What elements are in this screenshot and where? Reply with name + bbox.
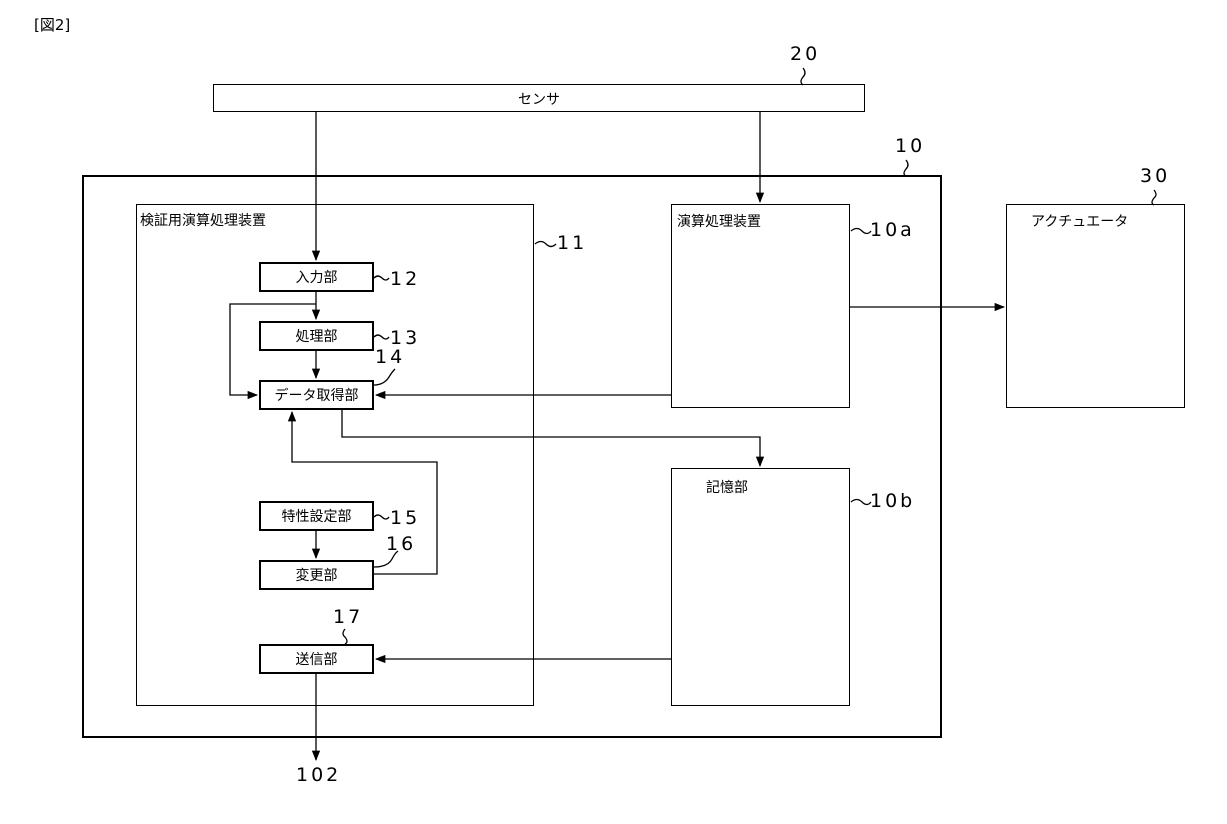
leader-16 bbox=[374, 551, 398, 567]
leader-12 bbox=[374, 276, 389, 280]
leader-20 bbox=[801, 68, 805, 85]
leader-10 bbox=[904, 160, 908, 176]
leader-17 bbox=[343, 629, 347, 644]
leader-10a bbox=[851, 229, 871, 234]
leader-13 bbox=[374, 335, 389, 339]
change-to-data-line bbox=[292, 412, 437, 574]
leader-10b bbox=[851, 500, 871, 505]
leader-30 bbox=[1152, 190, 1156, 205]
leader-14 bbox=[374, 369, 395, 385]
data-to-storage-line bbox=[342, 410, 760, 466]
leader-15 bbox=[374, 515, 389, 519]
loop-to-data-line bbox=[230, 304, 316, 395]
leader-11 bbox=[535, 242, 556, 247]
